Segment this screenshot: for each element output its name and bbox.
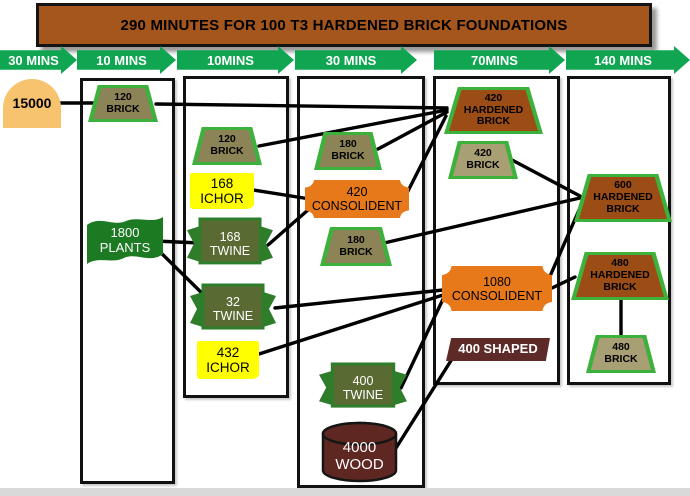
node-hardened-420: 420 HARDENED BRICK <box>444 87 543 134</box>
node-brick-180-b: 180 BRICK <box>320 227 392 266</box>
node-twine-168: 168 TWINE <box>185 217 275 270</box>
node-ichor-432: 432 ICHOR <box>197 341 259 379</box>
node-shaped-400: 400 SHAPED <box>446 338 550 361</box>
node-brick-120-a: 120 BRICK <box>88 85 158 122</box>
wave-flag-shape <box>87 217 163 264</box>
arrow-label: 70MINS <box>471 52 518 68</box>
node-twine-400: 400 TWINE <box>317 362 409 413</box>
page-title: 290 MINUTES FOR 100 T3 HARDENED BRICK FO… <box>120 16 568 34</box>
ribbon-shape <box>187 217 273 265</box>
node-qty-15000: 15000 <box>3 79 61 128</box>
timeline-arrow-2: 10 MINS <box>77 46 176 74</box>
arrow-label: 30 MINS <box>8 52 59 68</box>
trapezoid-shape <box>453 144 513 176</box>
arrow-label: 10MINS <box>207 52 254 68</box>
trapezoid-shape <box>449 90 538 131</box>
node-wood-4000: 4000 WOOD <box>321 421 398 483</box>
node-ichor-168: 168 ICHOR <box>190 173 254 209</box>
title-banner: 290 MINUTES FOR 100 T3 HARDENED BRICK FO… <box>36 3 652 47</box>
node-hardened-480: 480 HARDENED BRICK <box>571 252 669 300</box>
page-bottom-edge <box>0 488 690 496</box>
trapezoid-shape <box>197 130 257 162</box>
node-consolident-1080: 1080 CONSOLIDENT <box>442 266 552 311</box>
node-twine-32: 32 TWINE <box>188 283 278 335</box>
trapezoid-shape <box>93 88 153 119</box>
node-plants-1800: 1800 PLANTS <box>86 212 164 269</box>
node-brick-180-a: 180 BRICK <box>314 132 382 170</box>
trapezoid-shape <box>325 230 387 263</box>
timeline-arrow-6: 140 MINS <box>566 46 690 74</box>
column-box-10mins-a <box>80 78 175 484</box>
cylinder-shape <box>321 421 398 483</box>
node-consolident-420: 420 CONSOLIDENT <box>305 180 409 218</box>
node-brick-120-b: 120 BRICK <box>192 127 262 165</box>
trapezoid-shape <box>576 255 664 297</box>
timeline-arrow-3: 10MINS <box>177 46 294 74</box>
arrow-label: 140 MINS <box>594 52 652 68</box>
timeline-arrow-4: 30 MINS <box>295 46 417 74</box>
timeline-arrow-1: 30 MINS <box>0 46 77 74</box>
plaque-shape <box>442 266 552 311</box>
arrow-label: 10 MINS <box>96 52 147 68</box>
node-hardened-600: 600 HARDENED BRICK <box>574 174 672 222</box>
node-brick-480: 480 BRICK <box>586 335 656 373</box>
timeline-arrow-5: 70MINS <box>434 46 565 74</box>
trapezoid-shape <box>591 338 651 370</box>
arrow-label: 30 MINS <box>325 52 377 68</box>
trapezoid-shape <box>579 177 667 219</box>
node-brick-420: 420 BRICK <box>448 141 518 179</box>
